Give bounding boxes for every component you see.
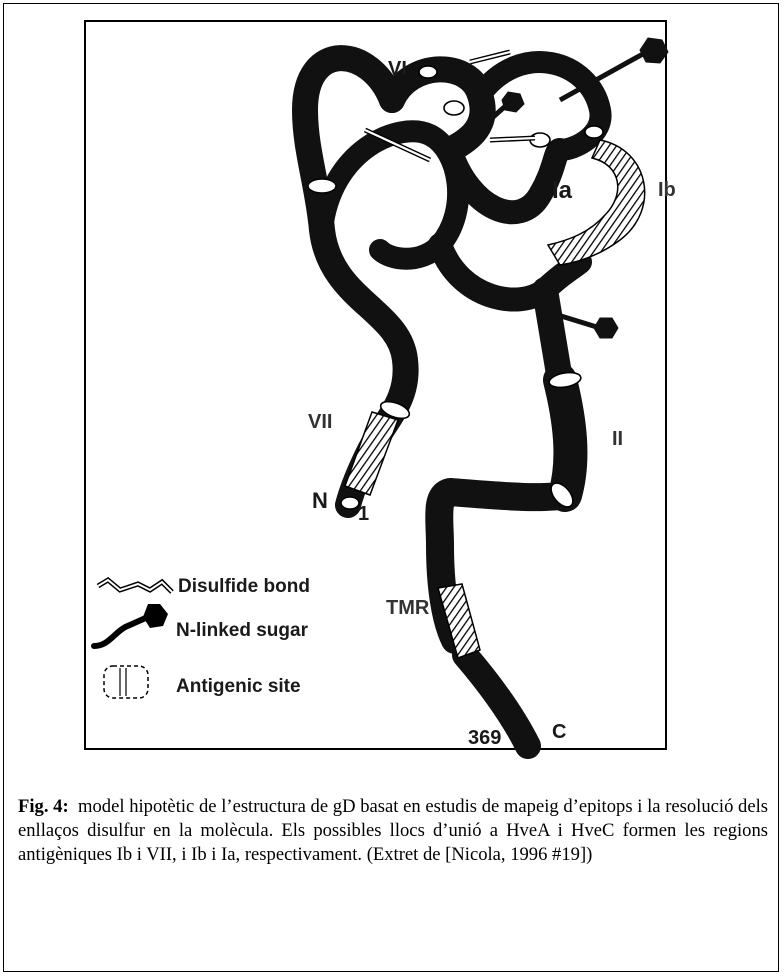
legend-antigenic-label: Antigenic site bbox=[176, 676, 301, 697]
label-vii: VII bbox=[308, 411, 332, 433]
label-ib: Ib bbox=[658, 179, 676, 201]
legend-antigenic-icon bbox=[104, 666, 148, 698]
legend: Disulfide bond N-linked sugar Antigenic … bbox=[94, 576, 310, 698]
label-residue-369: 369 bbox=[468, 727, 501, 749]
label-residue-1: 1 bbox=[358, 503, 369, 525]
ring-marker bbox=[585, 126, 603, 138]
figure-caption: Fig. 4: model hipotètic de l’estructura … bbox=[18, 795, 768, 867]
caption-label: Fig. 4: bbox=[18, 796, 69, 817]
label-ia: Ia bbox=[552, 177, 573, 204]
ring-marker bbox=[419, 66, 437, 78]
label-c-terminus: C bbox=[552, 721, 566, 743]
legend-sugar-label: N-linked sugar bbox=[176, 620, 309, 641]
ring-marker bbox=[341, 497, 359, 509]
label-vi: VI bbox=[388, 58, 407, 80]
chain-ii-segment bbox=[560, 380, 570, 495]
label-ii: II bbox=[612, 428, 623, 450]
caption-text: model hipotètic de l’estructura de gD ba… bbox=[18, 796, 768, 865]
ring-marker bbox=[444, 101, 464, 115]
n-linked-sugar-icon bbox=[492, 92, 524, 118]
legend-disulfide-label: Disulfide bond bbox=[178, 576, 310, 597]
antigenic-vii-region bbox=[345, 412, 398, 495]
legend-disulfide-icon bbox=[98, 580, 172, 592]
label-tmr: TMR bbox=[386, 597, 430, 619]
legend-sugar-icon bbox=[94, 604, 168, 646]
ring-marker bbox=[308, 179, 336, 193]
label-n-terminus: N bbox=[312, 488, 328, 513]
